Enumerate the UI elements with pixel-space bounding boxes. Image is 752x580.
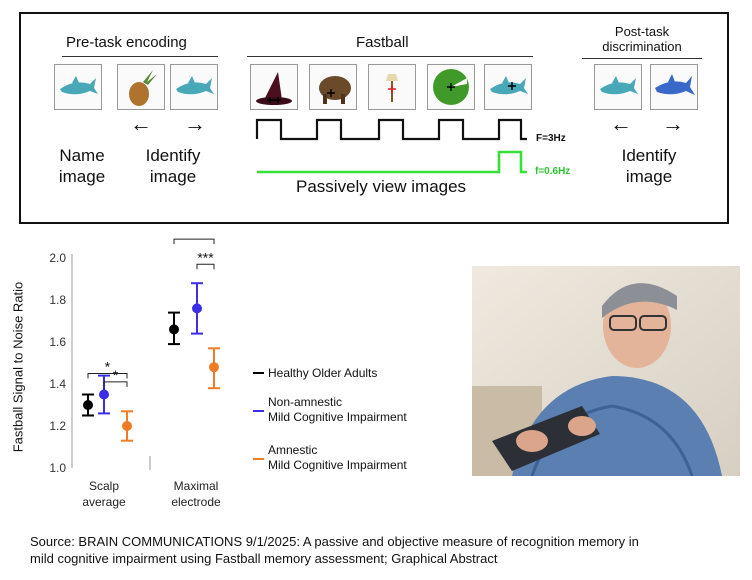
base-frequency-wave <box>255 118 527 141</box>
arrow-right-icon: → <box>662 111 684 136</box>
posttask-title-line2: discrimination <box>602 39 682 54</box>
legend-nonamnestic: Non-amnestic Mild Cognitive Impairment <box>268 395 407 425</box>
bison-icon <box>309 64 357 110</box>
legend-nonamnestic-line2: Mild Cognitive Impairment <box>268 410 407 424</box>
shark-icon <box>484 64 532 110</box>
significance-label: *** <box>197 249 214 265</box>
posttask-title-line1: Post-task <box>614 24 670 39</box>
pretask-underline <box>62 56 218 57</box>
witch-hat-icon <box>250 64 298 110</box>
x-category-label: electrode <box>171 495 221 509</box>
posttask-title: Post-task discrimination <box>582 24 702 54</box>
mean-point <box>209 362 219 373</box>
legend-healthy: Healthy Older Adults <box>268 366 378 380</box>
lily-pad-icon <box>427 64 475 110</box>
oddball-frequency-wave <box>257 150 527 174</box>
x-category-label: average <box>82 495 126 509</box>
pineapple-icon <box>117 64 165 110</box>
significance-bracket <box>87 373 128 379</box>
significance-label: *** <box>186 236 203 240</box>
name-image-label: Name image <box>46 145 118 187</box>
y-tick-label: 1.4 <box>49 377 66 391</box>
fastball-title: Fastball <box>356 34 409 51</box>
legend-amnestic-line2: Mild Cognitive Impairment <box>268 458 407 472</box>
legend-swatches <box>253 372 264 460</box>
arrow-left-icon: ← <box>130 111 152 136</box>
identify-image-line1: Identify <box>145 146 201 165</box>
oddball-frequency-label: f=0.6Hz <box>535 166 571 177</box>
paradigm-panel <box>19 12 729 224</box>
source-caption-line1: Source: BRAIN COMMUNICATIONS 9/1/2025: A… <box>30 534 639 549</box>
x-category-label: Maximal <box>174 479 219 493</box>
base-frequency-label: F=3Hz <box>536 133 566 144</box>
legend-amnestic-line1: Amnestic <box>268 443 318 457</box>
source-caption-line2: mild cognitive impairment using Fastball… <box>30 551 498 566</box>
legend-nonamnestic-line1: Non-amnestic <box>268 395 343 409</box>
significance-label: * <box>113 367 119 383</box>
identify-image-label: Identify image <box>128 145 218 187</box>
mean-point <box>169 324 179 335</box>
frequency-waves <box>255 118 527 174</box>
shark-icon <box>594 64 642 110</box>
y-tick-label: 2.0 <box>49 251 66 265</box>
y-tick-label: 1.0 <box>49 461 66 475</box>
arrow-right-icon: → <box>184 111 206 136</box>
shark-icon <box>54 64 102 110</box>
y-tick-label: 1.8 <box>49 293 66 307</box>
elderly-man-photo <box>472 266 740 476</box>
shark-icon <box>170 64 218 110</box>
pretask-title: Pre-task encoding <box>66 34 187 51</box>
identify-image-line2: image <box>149 167 197 186</box>
significance-bracket <box>196 263 215 270</box>
fastball-underline <box>247 56 533 57</box>
name-image-line2: image <box>58 167 106 186</box>
significance-bracket <box>103 381 128 387</box>
significance-bracket <box>173 238 215 245</box>
source-caption: Source: BRAIN COMMUNICATIONS 9/1/2025: A… <box>30 533 730 567</box>
legend-amnestic: Amnestic Mild Cognitive Impairment <box>268 443 407 473</box>
mean-point <box>122 421 132 431</box>
post-identify-image-label: Identify image <box>604 145 694 187</box>
x-category-label: Scalp <box>89 479 119 493</box>
y-tick-label: 1.6 <box>49 335 66 349</box>
post-identify-line1: Identify <box>621 146 677 165</box>
blue-shark-icon <box>650 64 698 110</box>
post-identify-line2: image <box>625 167 673 186</box>
lamp-icon <box>368 64 416 110</box>
mean-point <box>192 303 202 314</box>
arrow-left-icon: ← <box>610 111 632 136</box>
passive-view-label: Passively view images <box>296 177 467 196</box>
significance-label: * <box>105 359 111 375</box>
mean-point <box>83 400 93 410</box>
y-tick-label: 1.2 <box>49 419 66 433</box>
name-image-line1: Name <box>59 146 105 165</box>
posttask-underline <box>582 58 702 59</box>
mean-point <box>99 389 109 400</box>
